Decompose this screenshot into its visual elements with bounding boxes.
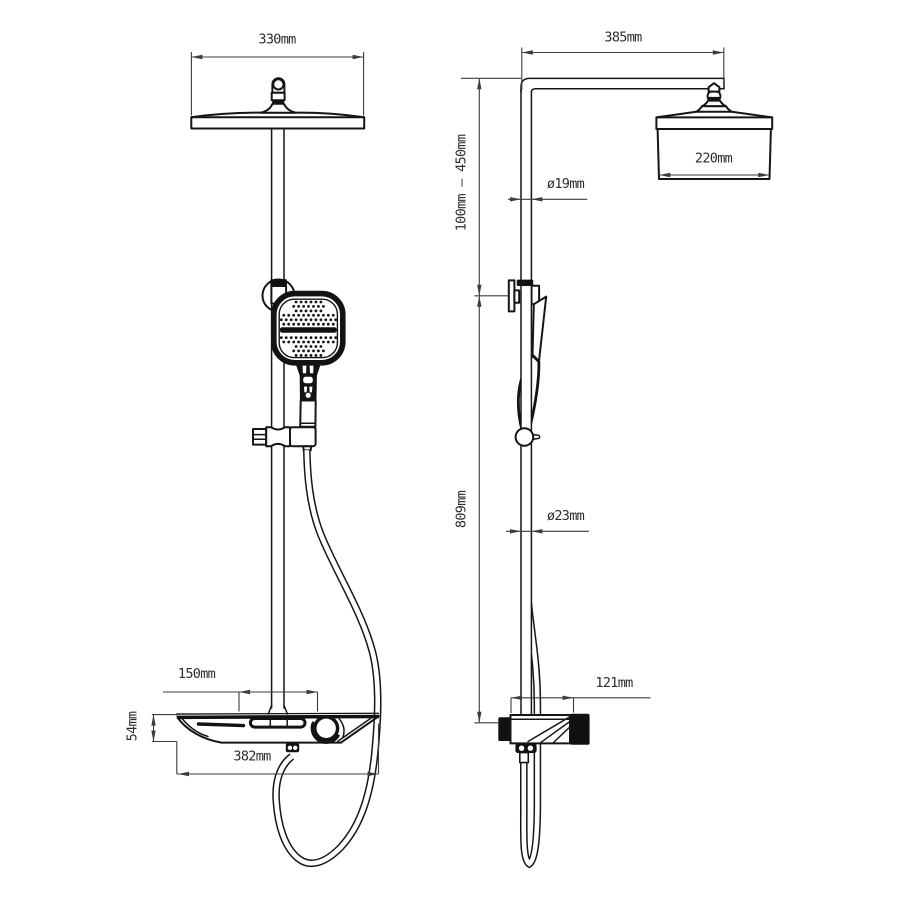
waterfall-slot [196,722,246,728]
fitting-bolt-left [287,745,293,750]
dim-label-head-depth: 220mm [695,151,733,167]
head-rim [190,116,366,130]
side-rain-shower-head: 220mm [655,82,774,180]
grip-detail-dot [305,392,311,398]
side-head-body [656,128,772,180]
hand-shower-nozzle-dots [279,300,338,357]
side-mixer-valve [498,713,590,764]
side-hose-connector [514,427,535,447]
valve-right-slant-inner [337,715,375,742]
side-valve-left-knob [498,717,511,741]
dim-column-diameter: ø23mm [506,508,589,534]
side-connector-nub [532,433,541,440]
neck-slot-left [302,364,307,374]
bracket-knob-block [252,428,268,446]
valve-left-wedge-inner [181,717,209,738]
dim-head-width: 330mm [190,32,365,116]
dim-label-head-width: 330mm [258,32,296,48]
dim-riser-diameter: ø19mm [508,176,588,202]
side-fitting-bolt-right [527,745,534,751]
dim-label-column-height: 809mm [454,490,470,528]
side-view: 220mm 385mm [454,30,774,869]
bracket-holder-arm [289,426,317,448]
valve-knob [313,715,340,742]
side-fitting-bolt-left [518,745,525,751]
front-rain-shower-head [190,77,366,130]
dim-label-valve-depth: 121mm [595,675,633,691]
hose-nut-front [302,445,313,452]
side-hose-fitting [515,743,537,753]
side-hose-nut [518,751,530,764]
front-riser-pipe [267,127,289,715]
grip-detail-right [309,386,313,393]
side-riser-pipe [520,77,725,715]
dim-head-depth: 220mm [659,151,770,178]
bracket-pipe-clamp [265,426,291,448]
dim-label-hand-shower-offset: 150mm [178,666,216,682]
hand-shower-handle-end [299,399,317,428]
dim-arm-length: 385mm [521,30,725,90]
side-ball-dark-ring [707,96,721,101]
dim-valve-width: 382mm [176,723,380,777]
valve-buttons [248,717,307,729]
hook-collar [270,279,287,287]
side-dimensions: 385mm 100mm — 450mm 809mm ø19mm [454,30,725,724]
front-slider-bracket [252,426,317,452]
front-shower-hose [272,450,382,867]
wall-flange-boss [513,289,521,304]
fitting-bolt-right [293,745,298,750]
dim-label-column-diameter: ø23mm [547,508,585,524]
side-pipe-collar [516,279,534,286]
head-cone-flare [259,102,297,114]
pipe-base-flare [267,704,289,715]
side-cone-flare-2 [695,105,733,113]
dim-label-arm-length: 385mm [604,30,642,46]
dim-adjust-range-and-height: 100mm — 450mm 809mm [454,77,521,724]
dim-label-valve-height: 54mm [125,711,141,741]
ball-joint-dark-ring [272,100,285,104]
arm-inner-edge [530,87,725,93]
knob-housing-edge [338,718,345,739]
dim-valve-height: 54mm [125,711,179,743]
arm-outer-edge [520,77,725,93]
grip-button [303,376,313,384]
dim-label-adjust-range: 100mm — 450mm [454,134,470,231]
valve-left-wedge [176,716,223,744]
dim-hand-shower-offset: 150mm [163,666,319,712]
dim-label-valve-width: 382mm [233,749,271,765]
side-head-rim [655,116,774,131]
side-valve-right-knob [570,713,590,745]
front-dimensions: 330mm 150mm 54mm [125,32,380,777]
dim-valve-depth: 121mm [510,675,651,713]
grip-detail-left [304,386,308,393]
front-mixer-valve [176,712,380,753]
front-hand-shower [270,290,346,428]
hand-shower-face-bar [279,327,337,333]
ball-joint-ball [272,78,285,91]
neck-slot-right [309,364,314,374]
ball-joint-nut [270,91,286,102]
dim-label-riser-diameter: ø19mm [547,176,585,192]
front-view: 330mm 150mm 54mm [125,32,382,867]
valve-right-slant [340,715,380,744]
valve-top-thin-edge [176,712,379,715]
hose-fitting-front [285,743,300,753]
